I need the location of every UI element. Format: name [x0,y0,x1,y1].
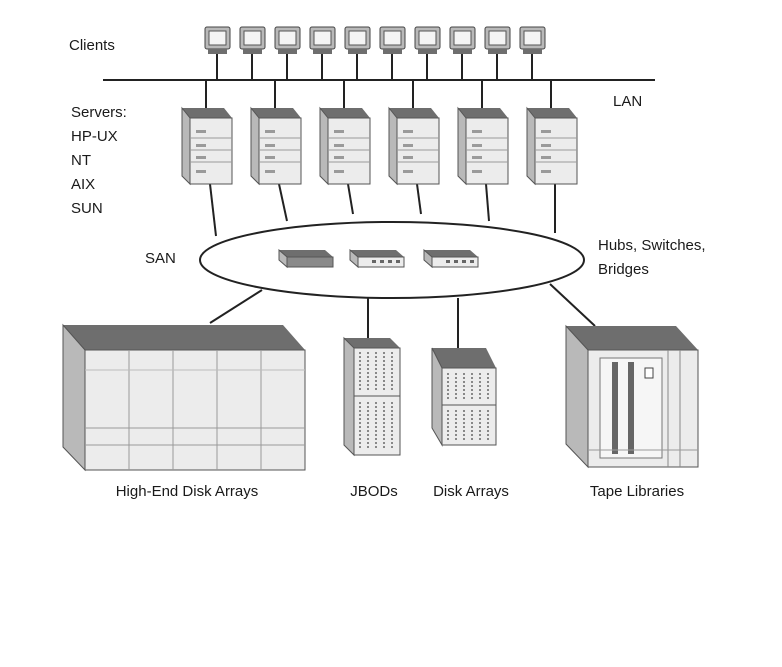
server-os-nt: NT [71,152,91,169]
high-end-disk-array-icon [62,323,306,472]
disk-arrays-caption: Disk Arrays [433,483,509,500]
desktop-monitor-icon [204,26,231,80]
desktop-monitor-icon [449,26,476,80]
desktop-monitor-icon [274,26,301,80]
desktop-monitor-icon [344,26,371,80]
jbod-enclosure-icon [343,336,401,457]
server-os-sun: SUN [71,200,103,217]
lan-label: LAN [613,93,643,110]
network-switch-icon [423,248,479,269]
tower-server-icon [319,80,371,215]
jbods-caption: JBODs [350,483,398,500]
tower-server-icon [457,80,509,222]
servers-label-block: Servers: HP-UX NT AIX SUN [71,101,127,221]
server-os-hpux: HP-UX [71,128,118,145]
desktop-monitor-icon [379,26,406,80]
clients-label: Clients [69,37,115,54]
desktop-monitor-icon [519,26,546,80]
hubs-switches-label-line1: Hubs, Switches, [598,237,706,254]
tape-libraries-caption: Tape Libraries [589,483,685,500]
tape-library-icon [565,324,699,469]
hubs-switches-label-line2: Bridges [598,261,649,278]
network-switch-icon [278,248,334,269]
server-os-aix: AIX [71,176,96,193]
high-end-disk-arrays-caption: High-End Disk Arrays [115,483,259,500]
disk-array-icon [431,347,497,447]
clients-group [204,26,546,80]
link-high-end [209,289,263,324]
servers-heading: Servers: [71,104,127,121]
network-switch-icon [349,248,405,269]
tower-server-icon [526,80,578,233]
desktop-monitor-icon [309,26,336,80]
tower-server-icon [388,80,440,215]
desktop-monitor-icon [414,26,441,80]
san-switches-group [278,248,479,269]
tower-server-icon [250,80,302,222]
san-label: SAN [145,250,176,267]
link-tape [549,283,596,327]
servers-group [181,80,578,237]
desktop-monitor-icon [484,26,511,80]
desktop-monitor-icon [239,26,266,80]
tower-server-icon [181,80,233,237]
